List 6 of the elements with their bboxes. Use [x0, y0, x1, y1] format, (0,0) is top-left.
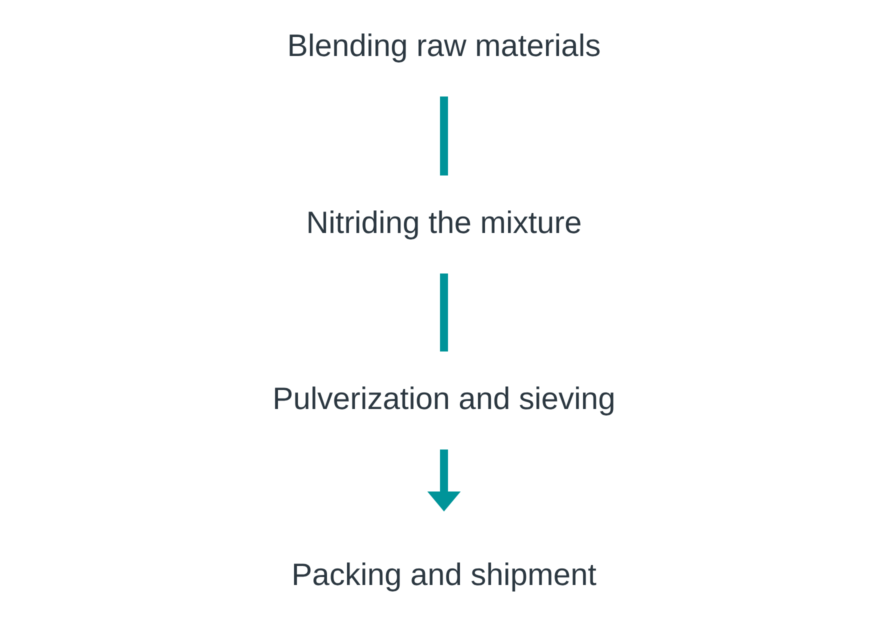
step-text: Nitriding the mixture — [308, 210, 580, 240]
connector-line — [440, 273, 448, 352]
step-text: Packing and shipment — [294, 562, 596, 592]
connector-line — [440, 96, 448, 176]
step-text: Pulverization and sieving — [275, 386, 614, 416]
step-text: Blending raw materials — [290, 34, 600, 62]
